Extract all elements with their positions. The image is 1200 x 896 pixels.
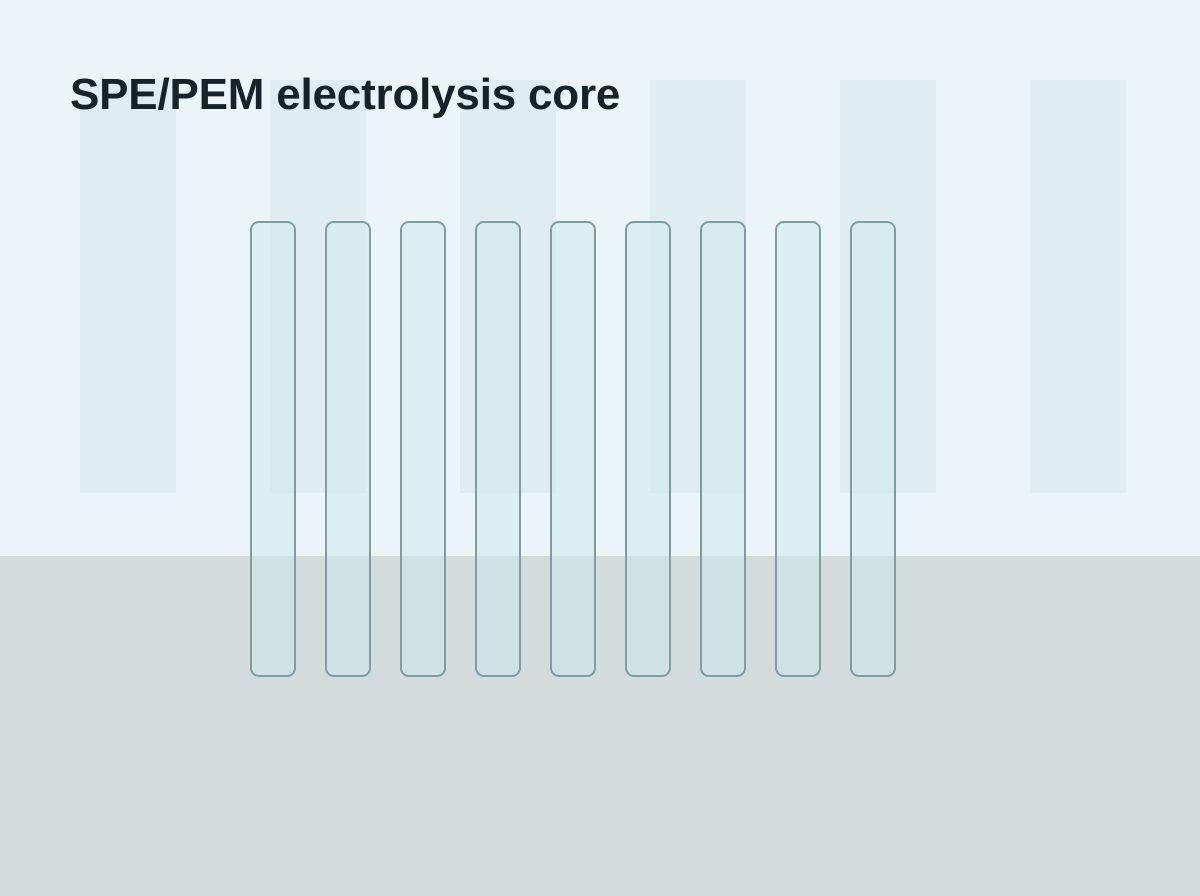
- cell-plate: [550, 221, 596, 677]
- background-panel: [80, 80, 176, 493]
- background-panel: [840, 80, 936, 493]
- diagram-title: SPE/PEM electrolysis core: [70, 70, 621, 119]
- cell-plate: [400, 221, 446, 677]
- floor-band: [0, 556, 1200, 896]
- background-panel: [270, 80, 366, 493]
- cell-plate: [625, 221, 671, 677]
- cell-plate: [700, 221, 746, 677]
- background-panel: [1030, 80, 1126, 493]
- cell-plate: [325, 221, 371, 677]
- cell-plate: [475, 221, 521, 677]
- background-panel: [650, 80, 746, 493]
- cell-plate: [850, 221, 896, 677]
- cell-plate: [775, 221, 821, 677]
- cell-plate: [250, 221, 296, 677]
